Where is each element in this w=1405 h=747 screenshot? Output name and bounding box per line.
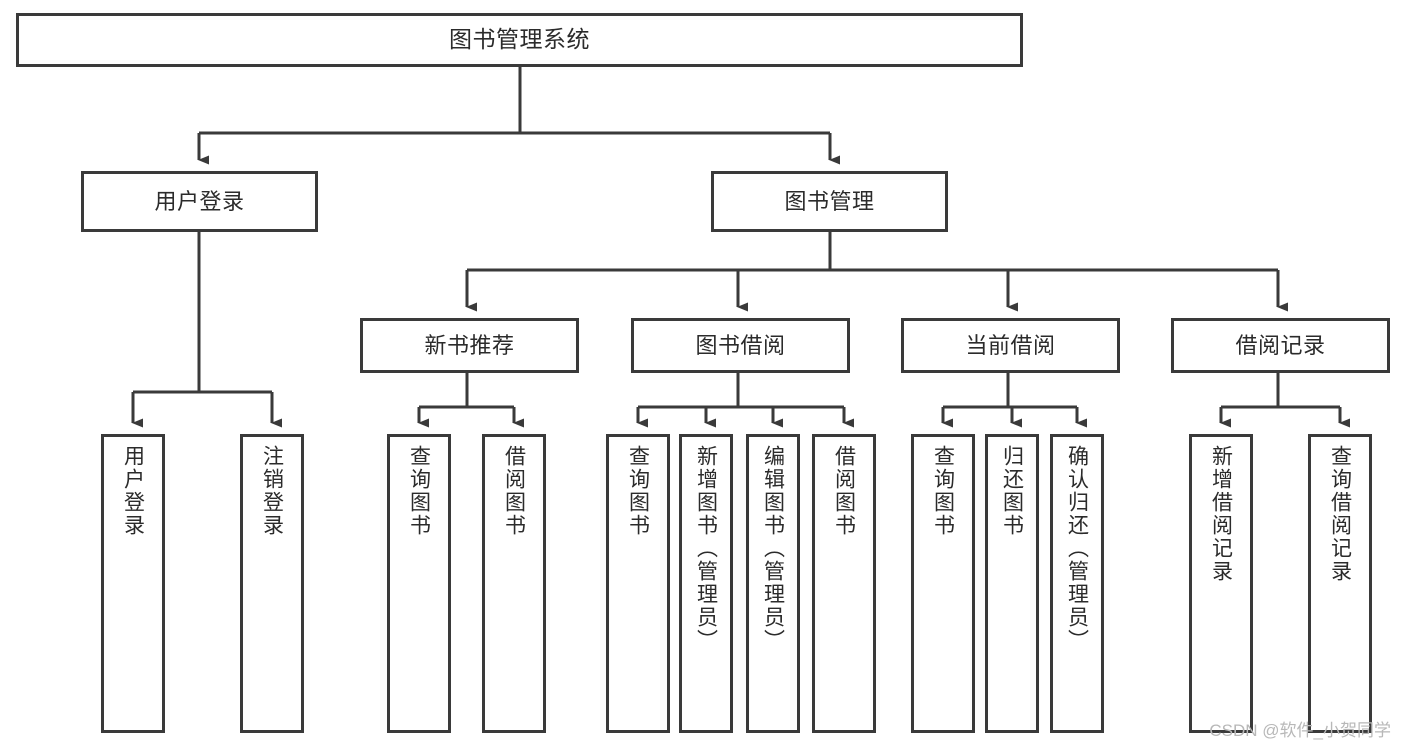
node-book-management[interactable]: 图书管理: [711, 171, 948, 232]
node-leaf-borrow-book-2-label: 借阅图书: [832, 445, 856, 537]
node-book-borrow-label: 图书借阅: [695, 332, 786, 358]
node-leaf-query-book-3[interactable]: 查询图书: [911, 434, 975, 733]
node-leaf-query-book-2[interactable]: 查询图书: [606, 434, 670, 733]
node-leaf-edit-book-admin-label: 编辑图书（管理员）: [761, 445, 785, 652]
node-borrow-record[interactable]: 借阅记录: [1171, 318, 1390, 373]
node-leaf-logout-login-label: 注销登录: [260, 445, 284, 537]
node-root-label: 图书管理系统: [449, 26, 590, 53]
node-leaf-borrow-book-1-label: 借阅图书: [502, 445, 526, 537]
node-leaf-return-book-label: 归还图书: [1000, 445, 1024, 537]
node-leaf-borrow-book-1[interactable]: 借阅图书: [482, 434, 546, 733]
node-leaf-add-book-admin-label: 新增图书（管理员）: [694, 445, 718, 652]
node-leaf-confirm-return-admin[interactable]: 确认归还（管理员）: [1050, 434, 1104, 733]
node-leaf-add-book-admin[interactable]: 新增图书（管理员）: [679, 434, 733, 733]
watermark: CSDN @软件_小贺同学: [1209, 721, 1391, 740]
node-leaf-add-borrow-record[interactable]: 新增借阅记录: [1189, 434, 1253, 733]
node-leaf-user-login-label: 用户登录: [121, 445, 145, 537]
node-leaf-query-book-3-label: 查询图书: [931, 445, 955, 537]
node-root[interactable]: 图书管理系统: [16, 13, 1023, 67]
node-new-book-recommend-label: 新书推荐: [424, 332, 515, 358]
node-leaf-query-borrow-record[interactable]: 查询借阅记录: [1308, 434, 1372, 733]
node-leaf-add-borrow-record-label: 新增借阅记录: [1209, 445, 1233, 583]
node-leaf-query-book-2-label: 查询图书: [626, 445, 650, 537]
node-leaf-query-borrow-record-label: 查询借阅记录: [1328, 445, 1352, 583]
node-user-login-label: 用户登录: [154, 188, 245, 214]
node-book-management-label: 图书管理: [784, 188, 875, 214]
node-current-borrow-label: 当前借阅: [965, 332, 1056, 358]
node-borrow-record-label: 借阅记录: [1235, 332, 1326, 358]
node-leaf-query-book-1[interactable]: 查询图书: [387, 434, 451, 733]
node-new-book-recommend[interactable]: 新书推荐: [360, 318, 579, 373]
node-leaf-user-login[interactable]: 用户登录: [101, 434, 165, 733]
node-leaf-confirm-return-admin-label: 确认归还（管理员）: [1065, 445, 1089, 652]
node-leaf-borrow-book-2[interactable]: 借阅图书: [812, 434, 876, 733]
node-leaf-logout-login[interactable]: 注销登录: [240, 434, 304, 733]
node-leaf-edit-book-admin[interactable]: 编辑图书（管理员）: [746, 434, 800, 733]
node-current-borrow[interactable]: 当前借阅: [901, 318, 1120, 373]
node-user-login[interactable]: 用户登录: [81, 171, 318, 232]
node-leaf-return-book[interactable]: 归还图书: [985, 434, 1039, 733]
node-book-borrow[interactable]: 图书借阅: [631, 318, 850, 373]
node-leaf-query-book-1-label: 查询图书: [407, 445, 431, 537]
